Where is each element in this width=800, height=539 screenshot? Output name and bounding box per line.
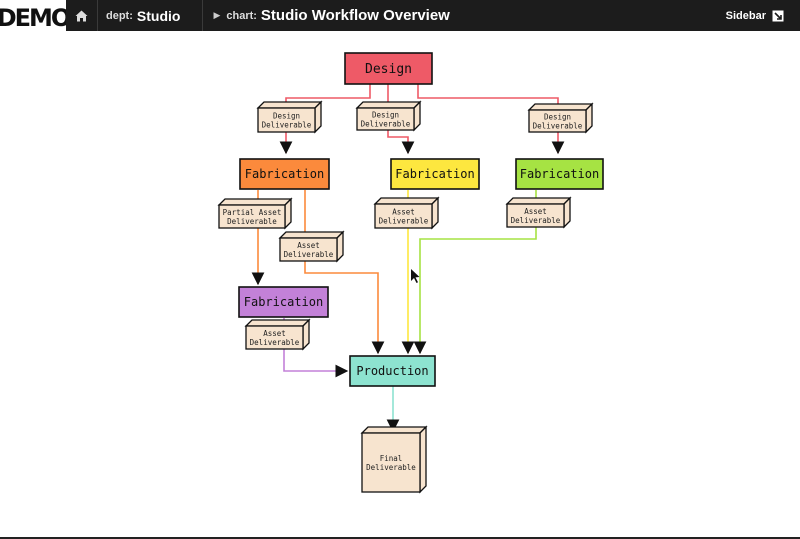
home-icon [75, 10, 88, 21]
node-fabrication-yellow[interactable]: Fabrication [390, 158, 480, 190]
svg-text:Fabrication: Fabrication [520, 167, 599, 181]
svg-text:Fabrication: Fabrication [245, 167, 324, 181]
svg-text:Production: Production [356, 364, 428, 378]
chart-label: chart: [226, 9, 257, 22]
deliverable-label: Deliverable [511, 216, 561, 225]
caret-right-icon: ▶ [213, 10, 221, 20]
deliverable-label: Deliverable [366, 463, 416, 472]
deliverable-label: Deliverable [361, 120, 411, 129]
deliverable-label: Final [380, 454, 403, 463]
deliverable-label: Deliverable [227, 217, 277, 226]
sidebar-button[interactable]: Sidebar [726, 0, 784, 31]
diagram-canvas: Design Fabrication Fabrication Fabricati… [0, 31, 800, 539]
chart-selector[interactable]: ▶ chart: Studio Workflow Overview [203, 0, 459, 31]
deliverable-label: Asset [524, 207, 547, 216]
workflow-diagram: Design Fabrication Fabrication Fabricati… [217, 52, 604, 494]
svg-text:Fabrication: Fabrication [395, 167, 474, 181]
node-fabrication-green[interactable]: Fabrication [515, 158, 604, 190]
deliverable-label: Asset [392, 208, 415, 217]
deliverables: DesignDeliverableDesignDeliverableDesign… [217, 100, 594, 494]
dept-value: Studio [136, 7, 181, 24]
dept-label: dept: [106, 9, 133, 22]
deliverable-label: Deliverable [250, 338, 300, 347]
dept-selector[interactable]: dept: Studio [98, 0, 204, 31]
deliverable-label: Deliverable [379, 217, 429, 226]
mouse-cursor-icon [411, 269, 420, 283]
node-fabrication-orange[interactable]: Fabrication [239, 158, 330, 190]
chart-title: Studio Workflow Overview [260, 7, 450, 24]
deliverable-label: Design [372, 111, 399, 120]
bottom-border [0, 537, 800, 539]
deliverable-label: Deliverable [533, 122, 583, 131]
top-bar: DEMO dept: Studio ▶ chart: Studio Workfl… [0, 0, 800, 31]
sidebar-toggle-icon [772, 10, 784, 21]
home-button[interactable] [66, 0, 98, 31]
node-design[interactable]: Design [344, 52, 433, 85]
node-production[interactable]: Production [349, 355, 436, 387]
svg-text:Design: Design [365, 62, 412, 77]
deliverable-label: Asset [263, 329, 286, 338]
deliverable-label: Design [544, 113, 571, 122]
deliverable-label: Asset [297, 241, 320, 250]
node-fabrication-purple[interactable]: Fabrication [238, 286, 329, 318]
deliverable-label: Design [273, 112, 300, 121]
edge-fab-orange-production [304, 190, 385, 355]
deliverable-label: Deliverable [262, 121, 312, 130]
sidebar-label: Sidebar [725, 9, 766, 22]
deliverable-label: Deliverable [284, 250, 334, 259]
logo[interactable]: DEMO [0, 0, 66, 31]
deliverable-label: Partial Asset [223, 208, 282, 217]
edge-design-mid [387, 84, 415, 155]
svg-text:Fabrication: Fabrication [244, 295, 323, 309]
